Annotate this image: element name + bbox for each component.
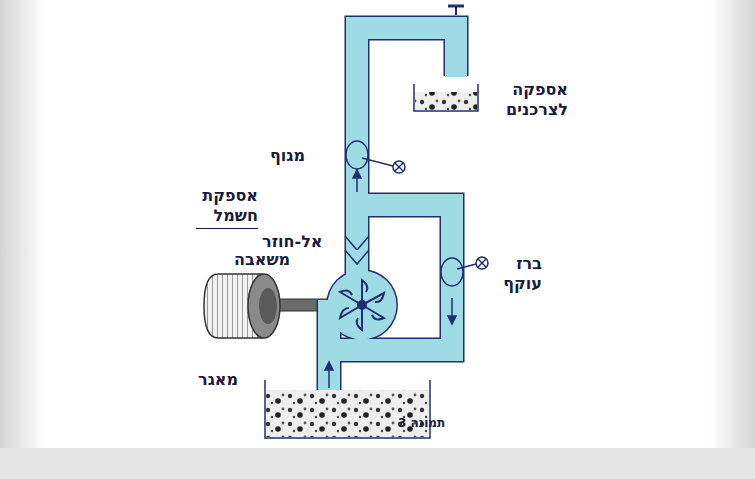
pipe [329, 28, 456, 402]
flow-arrow [325, 170, 456, 388]
bypass-valve-label: ברז עוקף [492, 254, 542, 294]
electric-motor [204, 274, 280, 338]
consumer-supply-label: אספקה לצרכנים [486, 80, 568, 120]
reservoir-label: מאגר [198, 370, 238, 390]
faucet-handle [448, 6, 464, 15]
pipe-outline [329, 28, 456, 402]
gate-valve-label: מגוף [270, 146, 305, 166]
check-valve-label: אל-חוזר [262, 232, 323, 252]
power-supply-label: אספקת חשמל [196, 186, 258, 229]
pump-housing [328, 271, 397, 340]
pump-label: משאבה [234, 250, 290, 270]
figure-caption: תמונה 3 [398, 416, 445, 431]
check-valve [345, 236, 369, 264]
impeller [340, 280, 384, 330]
bypass-valve [441, 257, 488, 286]
gate-valve [346, 141, 405, 173]
consumer-basin [414, 84, 478, 111]
